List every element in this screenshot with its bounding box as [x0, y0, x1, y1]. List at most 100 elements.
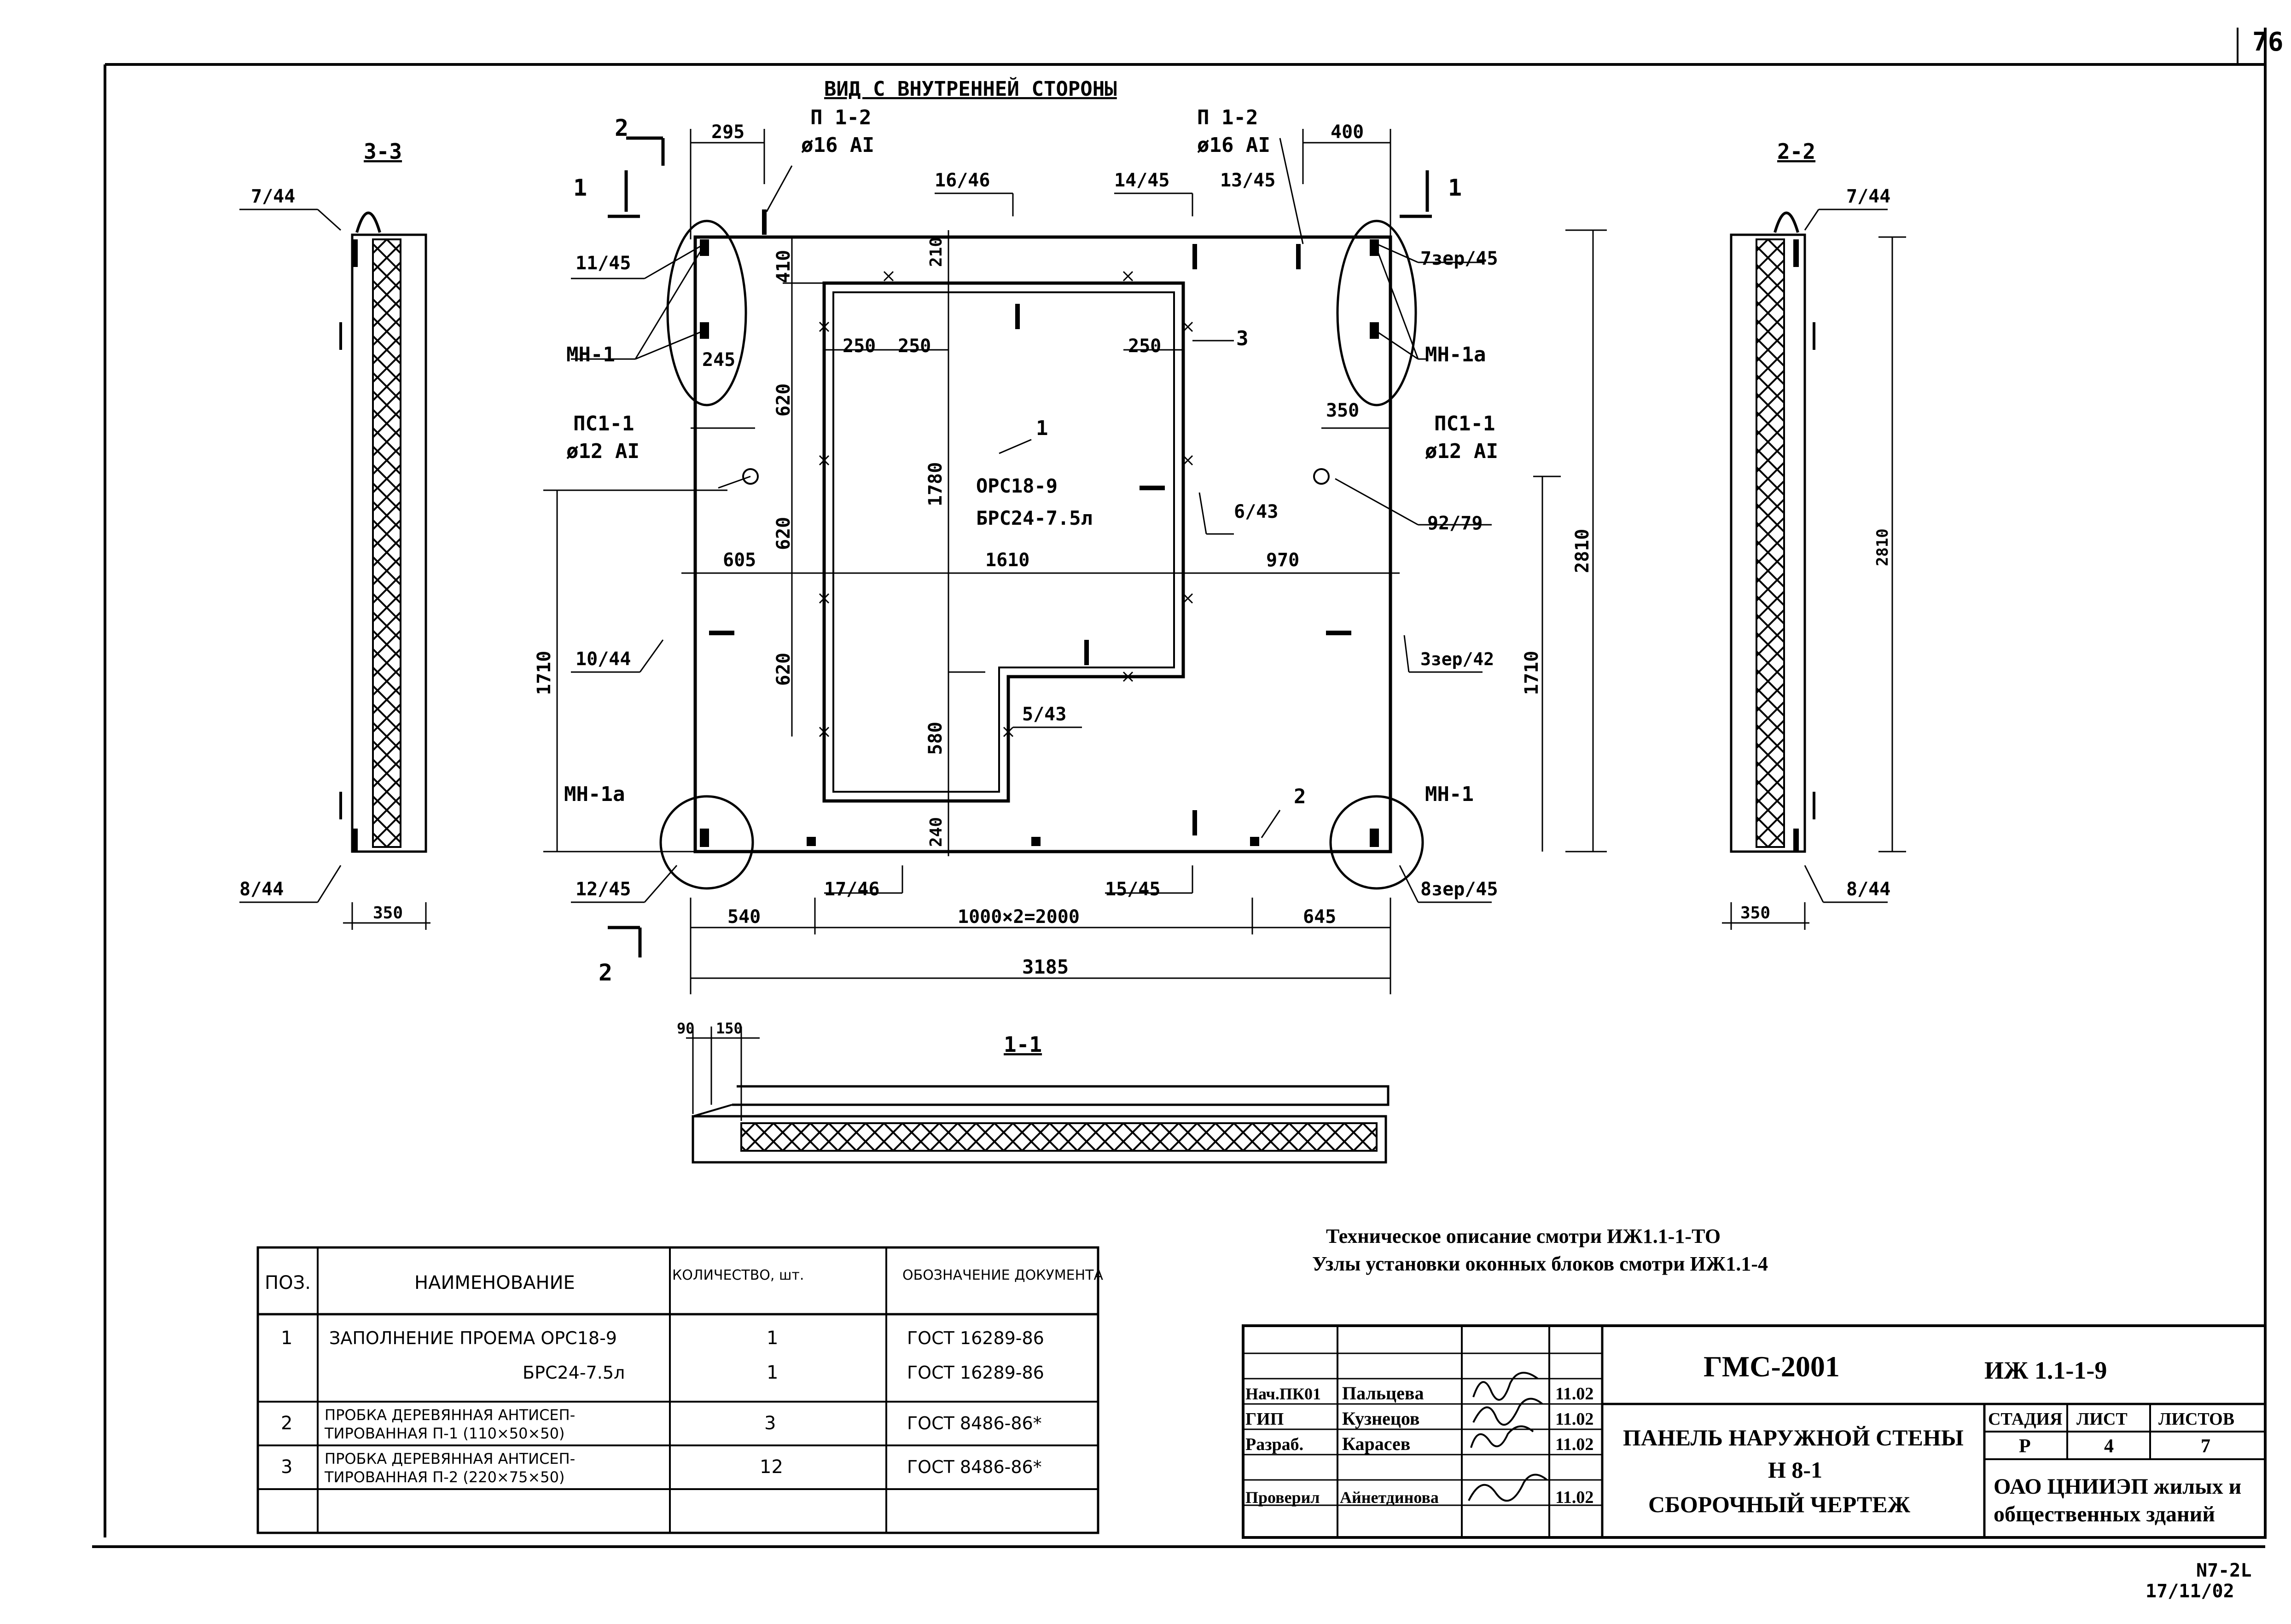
spec-row3-pos: 3	[281, 1456, 292, 1478]
section-cut-marks	[608, 136, 1432, 957]
signatures	[1468, 1372, 1548, 1502]
dim-645: 645	[1303, 906, 1336, 928]
signer-date-2: 11.02	[1555, 1409, 1593, 1429]
dim-250-c: 250	[1128, 336, 1161, 357]
label-8-44-left: 8/44	[239, 879, 284, 900]
panel-elevation	[659, 209, 1424, 890]
label-7-44-right: 7/44	[1846, 186, 1890, 207]
section-2-2-title: 2-2	[1777, 139, 1815, 164]
opening-outline	[822, 281, 1185, 803]
dim-620-a: 620	[773, 383, 794, 417]
spec-header-doc: ОБОЗНАЧЕНИЕ ДОКУМЕНТА	[902, 1267, 1103, 1283]
label-7-44-left: 7/44	[251, 186, 295, 207]
dimension-texts: 295 400 245 350 250 250 250 605 1610 970…	[534, 122, 1593, 978]
dim-605: 605	[723, 550, 756, 571]
section-3-3	[339, 211, 430, 930]
label-14-45: 14/45	[1114, 170, 1169, 191]
dim-150: 150	[716, 1020, 743, 1037]
label-d12-left: ø12 AI	[566, 440, 640, 463]
dim-350-left: 350	[373, 904, 403, 922]
wood-plug-marks	[819, 271, 1193, 737]
dim-90: 90	[677, 1020, 695, 1037]
label-13-45: 13/45	[1220, 170, 1275, 191]
label-orc18-9: ОРС18-9	[976, 475, 1058, 497]
dim-410: 410	[773, 250, 794, 283]
spec-row1-name1: ЗАПОЛНЕНИЕ ПРОЕМА ОРС18-9	[329, 1328, 617, 1348]
tb-sheet-header: ЛИСТ	[2076, 1409, 2128, 1429]
dim-295: 295	[711, 122, 744, 143]
label-ps11-right: ПС1-1	[1434, 412, 1495, 435]
main-labels: П 1-2 ø16 AI П 1-2 ø16 AI 16/46 14/45 13…	[564, 106, 1498, 900]
note-1: Техническое описание смотри ИЖ1.1-1-ТО	[1326, 1225, 1721, 1247]
signer-date-1: 11.02	[1555, 1384, 1593, 1404]
spec-row2-name1: ПРОБКА ДЕРЕВЯННАЯ АНТИСЕП-	[325, 1406, 575, 1424]
label-mn1a-bottom: МН-1а	[564, 783, 625, 806]
dim-1780: 1780	[925, 462, 946, 506]
label-pos-2: 2	[1294, 785, 1306, 808]
tb-signers: Нач.ПК01 Пальцева 11.02 ГИП Кузнецов 11.…	[1245, 1383, 1593, 1507]
dim-250-b: 250	[898, 336, 931, 357]
spec-row1-doc1: ГОСТ 16289-86	[907, 1328, 1044, 1348]
dim-350-panel: 350	[1326, 400, 1359, 421]
dim-245: 245	[702, 349, 735, 371]
label-17-46: 17/46	[824, 879, 879, 900]
dim-400: 400	[1331, 122, 1364, 143]
dim-2000: 1000×2=2000	[958, 906, 1080, 928]
spec-header-name: НАИМЕНОВАНИЕ	[414, 1272, 575, 1293]
cut-mark-2-bottom: 2	[599, 959, 612, 986]
spec-row2-doc: ГОСТ 8486-86*	[907, 1413, 1042, 1433]
dim-580: 580	[925, 722, 946, 755]
spec-row3-name2: ТИРОВАННАЯ П-2 (220×75×50)	[324, 1468, 564, 1486]
tb-title-2: Н 8-1	[1768, 1457, 1822, 1483]
spec-header-qty: КОЛИЧЕСТВО, шт.	[672, 1267, 804, 1283]
signature-3	[1470, 1425, 1534, 1448]
anchor-zone-left	[659, 795, 754, 890]
tb-title-1: ПАНЕЛЬ НАРУЖНОЙ СТЕНЫ	[1623, 1425, 1964, 1450]
anchor-zone-right	[1329, 795, 1424, 890]
label-10-44: 10/44	[576, 649, 631, 670]
opening-inner-outline	[832, 291, 1175, 793]
signature-4	[1468, 1473, 1548, 1502]
dim-1610: 1610	[985, 550, 1029, 571]
dim-1710-left: 1710	[534, 651, 555, 695]
spec-row2-qty: 3	[764, 1413, 776, 1434]
label-7zer-45: 7зер/45	[1420, 248, 1498, 269]
spec-header-pos: ПОЗ.	[265, 1272, 311, 1293]
section-1-1	[686, 1027, 1390, 1164]
label-d16-right: ø16 AI	[1197, 133, 1270, 157]
spec-row3-qty: 12	[760, 1456, 783, 1478]
page-number: 76	[2252, 27, 2283, 57]
tb-stage: Р	[2019, 1436, 2031, 1457]
label-pos-1: 1	[1036, 417, 1048, 440]
spec-row1-qty1: 1	[767, 1328, 778, 1349]
label-6-43: 6/43	[1234, 501, 1278, 522]
signer-role-3: Разраб.	[1245, 1435, 1303, 1454]
label-mn1a-top: МН-1а	[1425, 343, 1486, 366]
spec-row1-qty2: 1	[767, 1362, 778, 1383]
tb-title-3: СБОРОЧНЫЙ ЧЕРТЕЖ	[1648, 1491, 1911, 1517]
embedded-parts	[700, 209, 1379, 847]
section-3-3-title: 3-3	[364, 139, 402, 164]
spec-row3-name1: ПРОБКА ДЕРЕВЯННАЯ АНТИСЕП-	[325, 1450, 575, 1467]
label-8zer-45: 8зер/45	[1420, 879, 1498, 900]
label-brc24: БРС24-7.5л	[976, 507, 1093, 529]
tb-stage-header: СТАДИЯ	[1988, 1409, 2062, 1429]
label-d12-right: ø12 AI	[1425, 440, 1498, 463]
dim-350-right: 350	[1740, 904, 1770, 922]
signature-2	[1472, 1398, 1543, 1426]
signer-role-1: Нач.ПК01	[1245, 1385, 1321, 1403]
panel-outline	[693, 235, 1392, 853]
label-16-46: 16/46	[935, 170, 990, 191]
signer-name-1: Пальцева	[1342, 1383, 1424, 1404]
cut-mark-2-top: 2	[615, 115, 628, 141]
lifting-loop-zone-left	[666, 220, 747, 406]
cut-mark-1-left: 1	[573, 174, 587, 201]
tb-sheets: 7	[2201, 1436, 2210, 1457]
signer-role-2: ГИП	[1245, 1409, 1284, 1429]
note-2: Узлы установки оконных блоков смотри ИЖ1…	[1312, 1253, 1768, 1275]
signer-name-4: Айнетдинова	[1340, 1488, 1439, 1507]
signer-role-4: Проверил	[1245, 1488, 1320, 1507]
tb-org-2: общественных зданий	[1994, 1502, 2215, 1526]
spec-table	[256, 1246, 1099, 1534]
